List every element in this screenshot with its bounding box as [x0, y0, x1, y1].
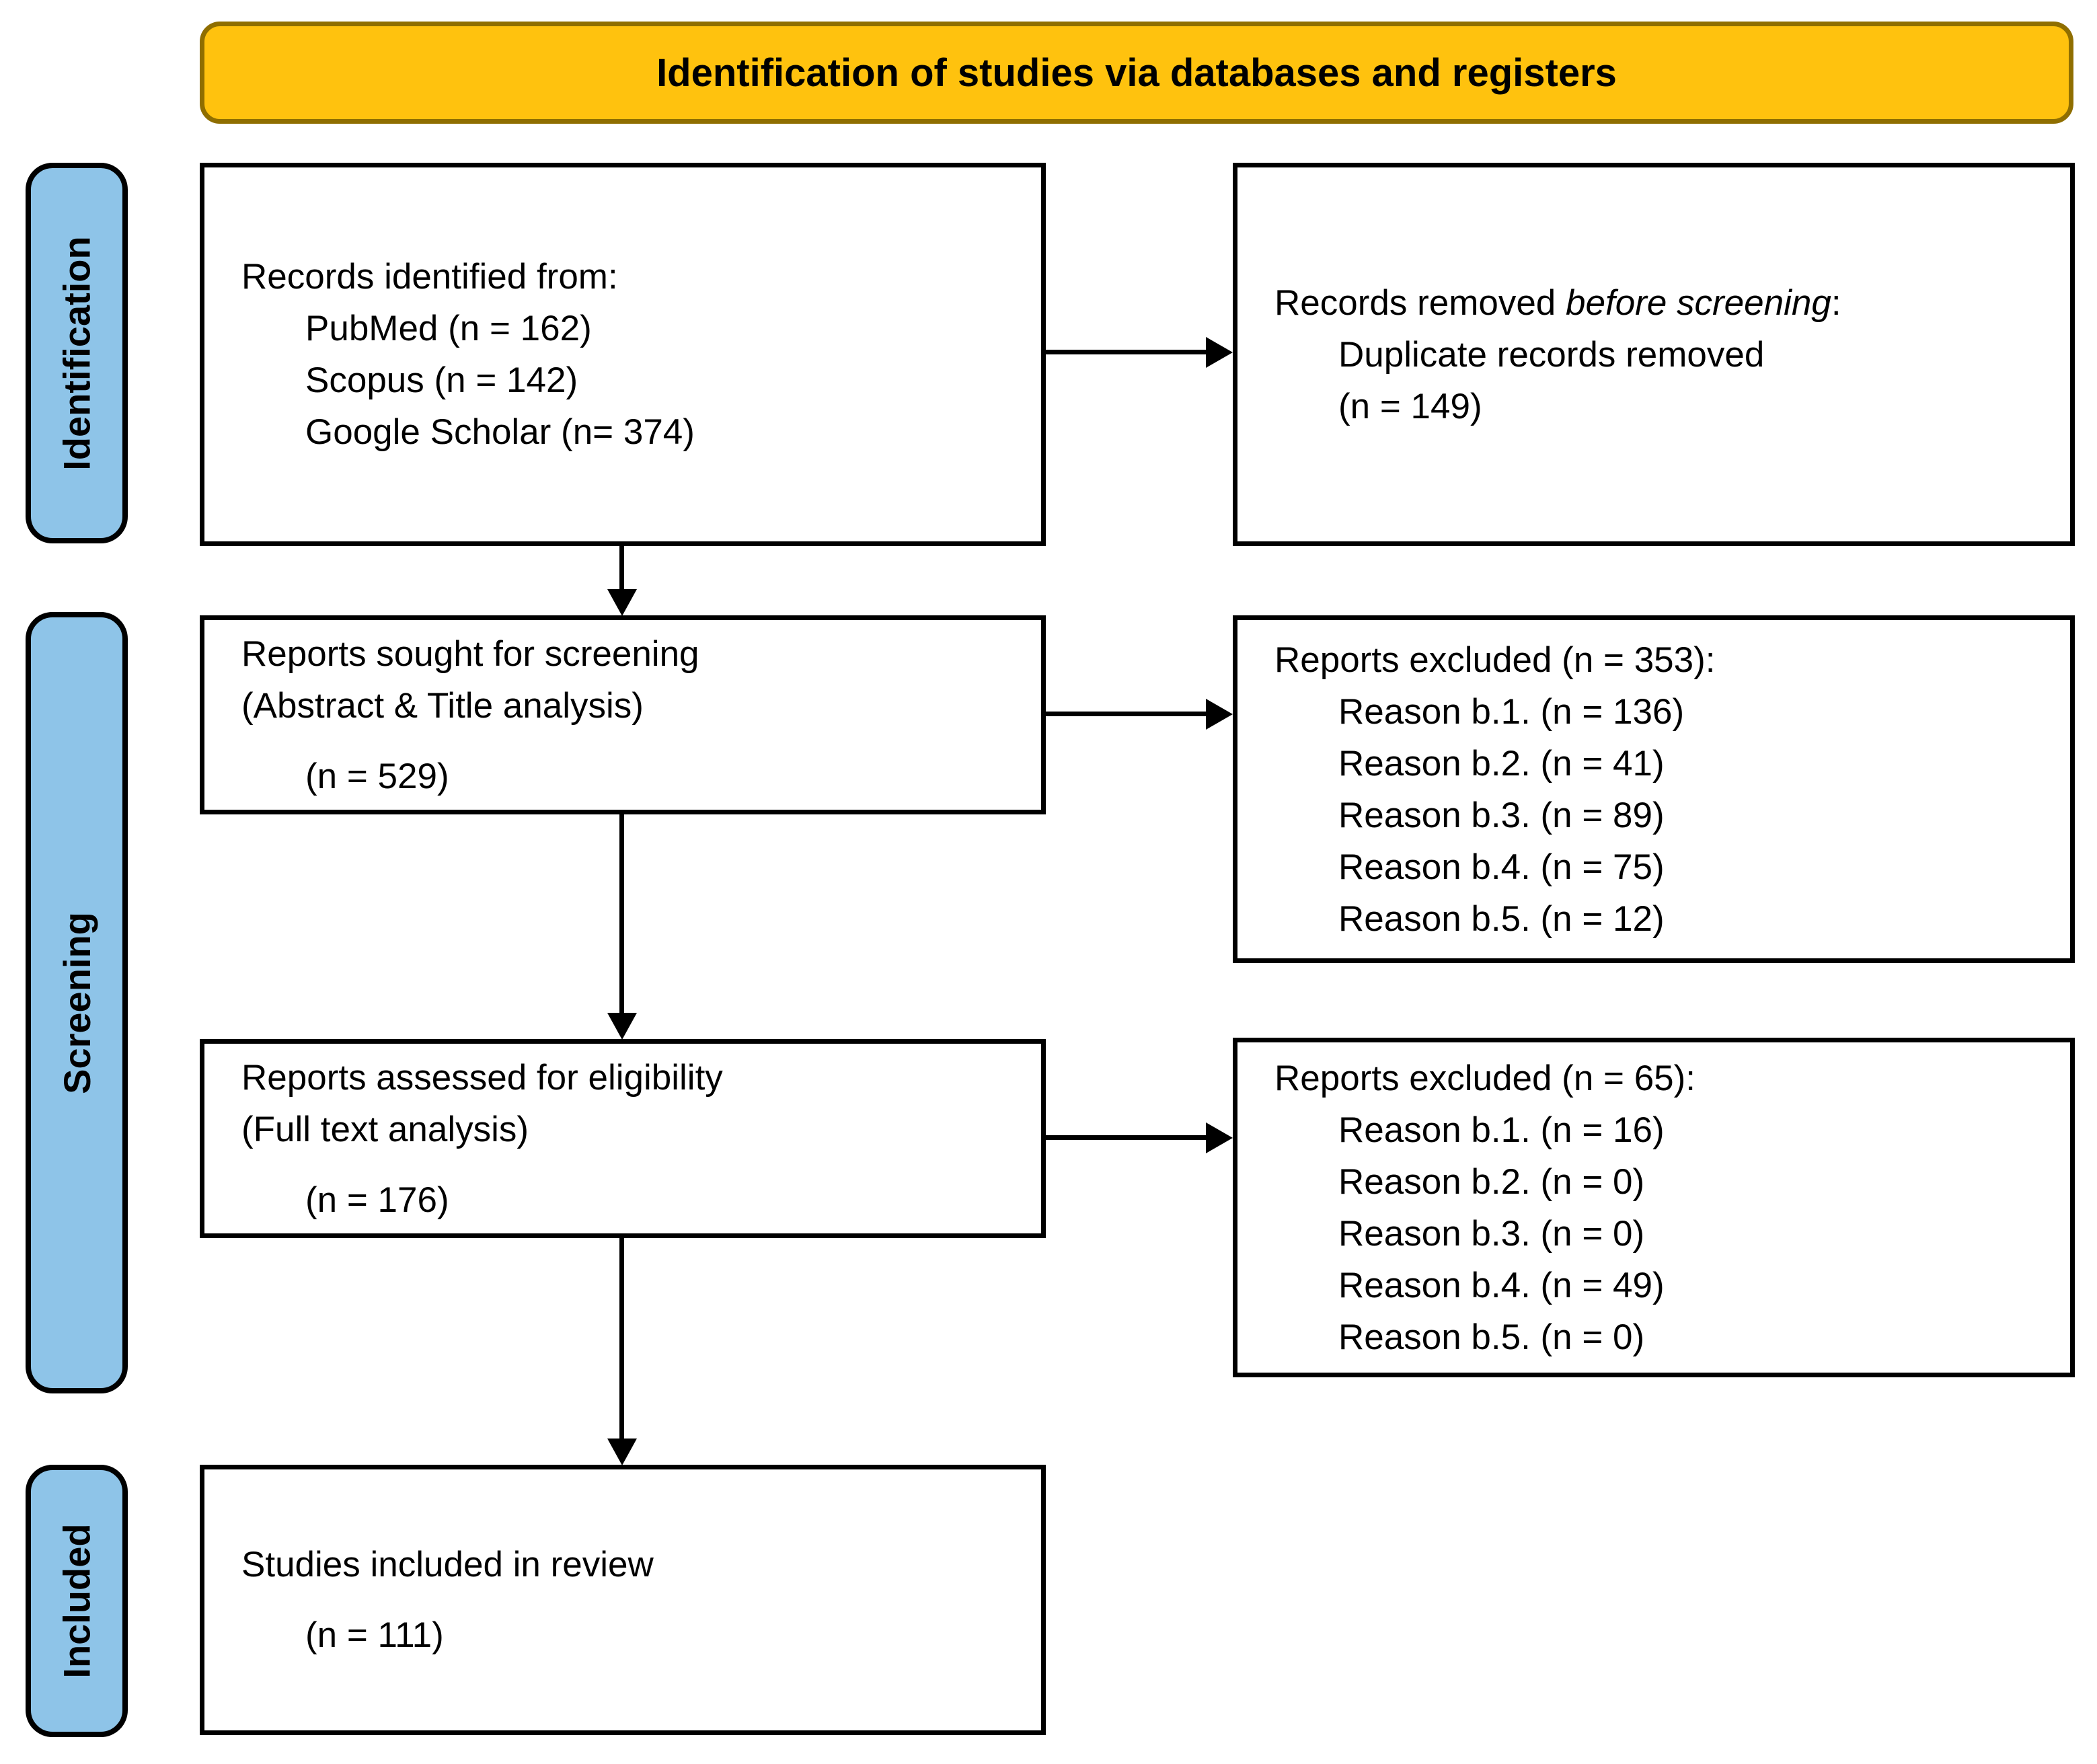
arrow-assessed-to-excluded [1046, 1135, 1206, 1140]
header-title: Identification of studies via databases … [656, 50, 1617, 95]
box-records-identified: Records identified from: PubMed (n = 162… [200, 163, 1046, 546]
records-removed-heading: Records removed before screening: [1274, 277, 2050, 329]
box-studies-included: Studies included in review (n = 111) [200, 1465, 1046, 1735]
stage-label-identification: Identification [26, 163, 128, 543]
records-removed-heading-suffix: : [1831, 282, 1841, 323]
records-removed-heading-italic: before screening [1566, 282, 1831, 323]
box-reports-assessed: Reports assessed for eligibility (Full t… [200, 1039, 1046, 1238]
excluded-screening-reason-5: Reason b.5. (n = 12) [1338, 898, 1665, 939]
excluded-eligibility-reason-1: Reason b.1. (n = 16) [1338, 1110, 1665, 1150]
reports-sought-count: (n = 529) [305, 756, 449, 796]
studies-included-heading: Studies included in review [241, 1545, 654, 1584]
records-identified-google-scholar: Google Scholar (n= 374) [305, 412, 695, 452]
arrow-records-to-removed [1046, 350, 1206, 354]
records-removed-duplicates: Duplicate records removed [1338, 334, 1765, 375]
reports-assessed-subtitle: (Full text analysis) [241, 1109, 529, 1149]
stage-label-screening: Screening [26, 612, 128, 1393]
stage-label-included: Included [26, 1465, 128, 1737]
box-reports-sought: Reports sought for screening (Abstract &… [200, 615, 1046, 814]
reports-sought-subtitle: (Abstract & Title analysis) [241, 685, 644, 726]
stage-label-screening-text: Screening [55, 911, 98, 1094]
reports-assessed-count: (n = 176) [305, 1180, 449, 1220]
excluded-eligibility-reason-2: Reason b.2. (n = 0) [1338, 1161, 1645, 1202]
excluded-eligibility-reason-4: Reason b.4. (n = 49) [1338, 1265, 1665, 1305]
reports-sought-heading: Reports sought for screening [241, 634, 699, 674]
records-removed-count: (n = 149) [1338, 386, 1482, 426]
box-reports-excluded-eligibility: Reports excluded (n = 65): Reason b.1. (… [1233, 1038, 2075, 1377]
stage-label-included-text: Included [55, 1523, 98, 1679]
reports-excluded-eligibility-heading: Reports excluded (n = 65): [1274, 1058, 1696, 1098]
arrow-sought-to-assessed [619, 814, 624, 1013]
box-records-removed: Records removed before screening: Duplic… [1233, 163, 2075, 546]
excluded-eligibility-reason-3: Reason b.3. (n = 0) [1338, 1213, 1645, 1254]
excluded-screening-reason-2: Reason b.2. (n = 41) [1338, 743, 1665, 783]
excluded-screening-reason-1: Reason b.1. (n = 136) [1338, 691, 1685, 732]
reports-excluded-screening-heading: Reports excluded (n = 353): [1274, 640, 1716, 680]
header-banner: Identification of studies via databases … [200, 22, 2073, 124]
stage-label-identification-text: Identification [55, 235, 98, 471]
excluded-eligibility-reason-5: Reason b.5. (n = 0) [1338, 1317, 1645, 1357]
studies-included-count: (n = 111) [305, 1615, 444, 1655]
arrow-assessed-to-included [619, 1238, 624, 1439]
excluded-screening-reason-4: Reason b.4. (n = 75) [1338, 847, 1665, 887]
box-reports-excluded-screening: Reports excluded (n = 353): Reason b.1. … [1233, 615, 2075, 963]
excluded-screening-reason-3: Reason b.3. (n = 89) [1338, 795, 1665, 835]
arrow-identified-to-sought [619, 546, 624, 589]
arrow-sought-to-excluded [1046, 712, 1206, 716]
reports-assessed-heading: Reports assessed for eligibility [241, 1057, 723, 1098]
records-identified-scopus: Scopus (n = 142) [305, 360, 578, 400]
records-removed-heading-prefix: Records removed [1274, 282, 1566, 323]
records-identified-pubmed: PubMed (n = 162) [305, 309, 592, 348]
records-identified-heading: Records identified from: [241, 257, 618, 297]
